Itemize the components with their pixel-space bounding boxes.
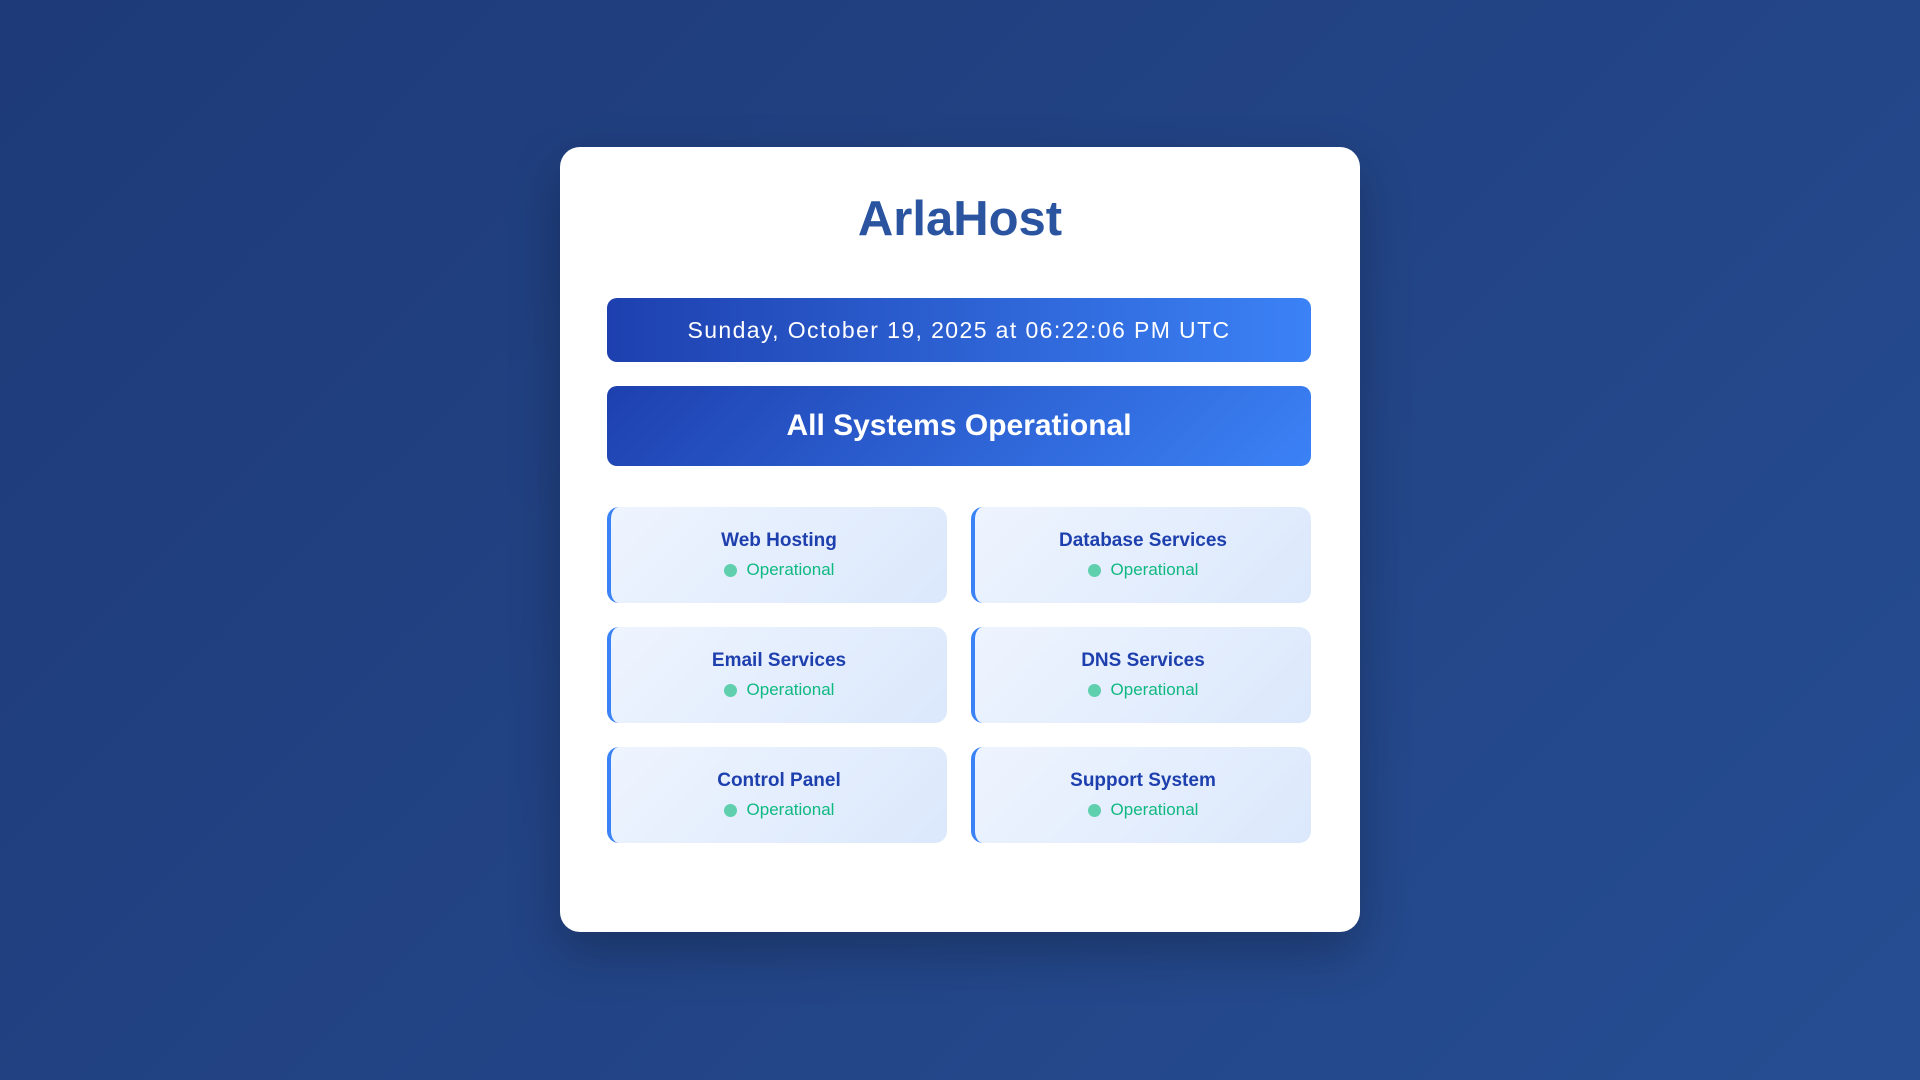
overall-status-banner: All Systems Operational [607,386,1311,466]
service-name: Control Panel [717,770,841,791]
status-label: Operational [746,680,835,699]
status-label: Operational [746,800,835,819]
status-dot-icon [1087,803,1101,817]
status-label: Operational [746,560,835,579]
service-name: Database Services [1059,530,1227,551]
service-name: DNS Services [1081,650,1205,671]
status-label: Operational [1110,680,1199,699]
service-status: Operational [723,800,835,820]
service-status: Operational [1087,560,1199,580]
status-dot-icon [723,803,737,817]
status-dot-icon [1087,683,1101,697]
datetime-bar: Sunday, October 19, 2025 at 06:22:06 PM … [607,298,1311,362]
status-label: Operational [1110,560,1199,579]
status-label: Operational [1110,800,1199,819]
status-card: ArlaHost Sunday, October 19, 2025 at 06:… [560,147,1360,932]
service-status: Operational [723,680,835,700]
status-dot-icon [723,683,737,697]
service-name: Email Services [711,650,847,671]
page-title: ArlaHost [857,192,1063,246]
status-dot-icon [723,563,737,577]
service-name: Support System [1070,770,1216,791]
service-name: Web Hosting [721,530,837,551]
service-status: Operational [1087,800,1199,820]
service-status: Operational [1087,680,1199,700]
status-dot-icon [1087,563,1101,577]
service-status: Operational [723,560,835,580]
